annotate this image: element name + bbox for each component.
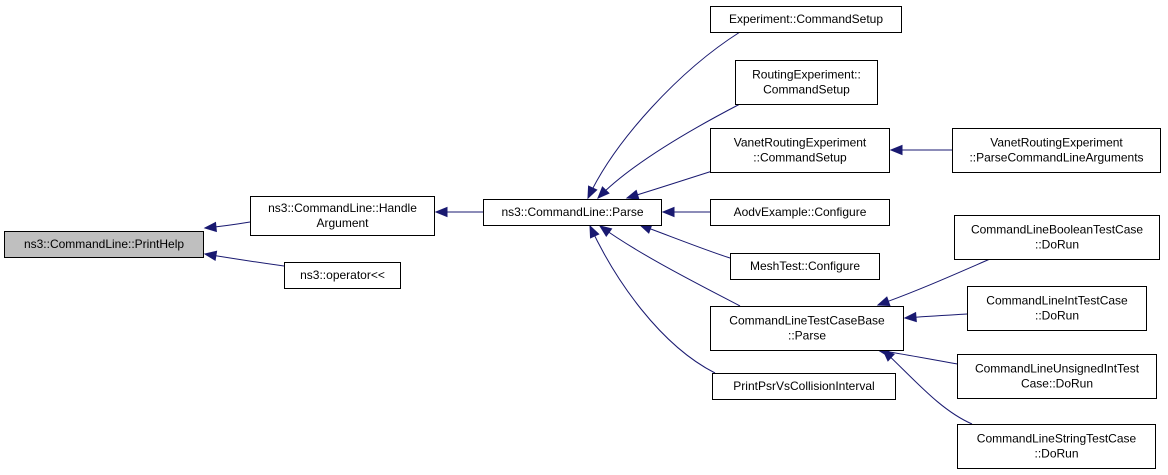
edge-routsetup-to-parse xyxy=(597,103,741,199)
node-box xyxy=(4,231,204,258)
node-label: ns3::CommandLine::Handle xyxy=(268,201,417,215)
edge-handlearg-to-printhelp xyxy=(203,221,251,233)
edge-mesh-to-parse xyxy=(638,224,731,259)
edge-vanetparse-to-vanetsetup xyxy=(889,144,953,156)
node-label: CommandLineStringTestCase xyxy=(977,432,1137,446)
arrowhead xyxy=(625,189,640,200)
node-box xyxy=(967,286,1147,331)
edge-line xyxy=(639,224,731,259)
edge-line xyxy=(589,225,716,374)
node-layer: ns3::CommandLine::PrintHelp ns3::CommandL… xyxy=(4,6,1161,469)
node-parse[interactable]: ns3::CommandLine::Parse xyxy=(483,199,662,226)
node-label: MeshTest::Configure xyxy=(750,259,860,273)
arrowhead xyxy=(203,250,218,262)
node-box xyxy=(250,196,435,236)
node-routsetup[interactable]: RoutingExperiment::CommandSetup xyxy=(735,60,878,105)
node-box xyxy=(710,306,904,351)
node-box xyxy=(952,128,1161,173)
edge-line xyxy=(599,225,741,307)
node-box xyxy=(735,60,878,105)
edge-line xyxy=(626,167,723,199)
arrowhead xyxy=(597,186,610,199)
node-label: ns3::CommandLine::Parse xyxy=(501,205,643,219)
node-label: VanetRoutingExperiment xyxy=(734,136,867,150)
edge-vanetsetup-to-parse xyxy=(625,167,723,200)
edge-inttc-to-tcbparse xyxy=(903,311,968,323)
node-printpsr[interactable]: PrintPsrVsCollisionInterval xyxy=(712,373,896,400)
arrowhead xyxy=(203,221,217,233)
edge-tcbparse-to-parse xyxy=(598,225,741,307)
node-strtc[interactable]: CommandLineStringTestCase::DoRun xyxy=(957,424,1156,469)
node-box xyxy=(710,128,890,173)
arrowhead xyxy=(903,311,917,323)
node-box xyxy=(954,215,1160,260)
arrowhead xyxy=(882,349,895,362)
node-vanetparse[interactable]: VanetRoutingExperiment::ParseCommandLine… xyxy=(952,128,1161,173)
node-label: Case::DoRun xyxy=(1021,377,1093,391)
edge-expsetup-to-parse xyxy=(587,31,741,200)
node-label: CommandSetup xyxy=(763,83,850,97)
node-box xyxy=(712,373,896,400)
node-label: ::DoRun xyxy=(1035,309,1079,323)
arrowhead xyxy=(598,225,613,237)
node-label: RoutingExperiment:: xyxy=(752,68,861,82)
node-label: Argument xyxy=(316,216,369,230)
node-label: ::DoRun xyxy=(1035,238,1079,252)
edge-operator-to-printhelp xyxy=(203,250,285,267)
node-label: VanetRoutingExperiment xyxy=(990,136,1123,150)
node-mesh[interactable]: MeshTest::Configure xyxy=(730,253,880,280)
node-label: CommandLineTestCaseBase xyxy=(729,314,885,328)
edge-line xyxy=(587,31,741,199)
node-label: ::ParseCommandLineArguments xyxy=(969,151,1143,165)
node-label: ns3::CommandLine::PrintHelp xyxy=(24,237,184,251)
node-label: ::DoRun xyxy=(1034,447,1078,461)
edge-line xyxy=(597,103,741,199)
edge-printpsr-to-parse xyxy=(589,224,716,374)
node-label: AodvExample::Configure xyxy=(734,205,867,219)
node-label: ::Parse xyxy=(788,329,826,343)
edge-aodv-to-parse xyxy=(661,206,710,218)
node-tcbparse[interactable]: CommandLineTestCaseBase::Parse xyxy=(710,306,904,351)
node-label: PrintPsrVsCollisionInterval xyxy=(733,379,874,393)
node-box xyxy=(710,199,890,226)
node-expsetup[interactable]: Experiment::CommandSetup xyxy=(710,6,902,33)
edge-booltc-to-tcbparse xyxy=(876,258,991,307)
arrowhead xyxy=(661,206,675,218)
arrowhead xyxy=(876,296,891,307)
arrowhead xyxy=(589,224,600,239)
node-box xyxy=(957,354,1157,399)
node-label: CommandLineBooleanTestCase xyxy=(971,223,1143,237)
node-box xyxy=(710,6,902,33)
edge-line xyxy=(877,258,991,306)
node-label: Experiment::CommandSetup xyxy=(729,12,883,26)
arrowhead xyxy=(889,144,903,156)
edge-strtc-to-tcbparse xyxy=(882,349,973,425)
node-box xyxy=(483,199,662,226)
node-label: ns3::operator<< xyxy=(300,268,385,282)
edge-layer xyxy=(203,31,991,425)
node-printhelp[interactable]: ns3::CommandLine::PrintHelp xyxy=(4,231,204,258)
node-box xyxy=(284,262,401,289)
node-box xyxy=(957,424,1156,469)
edge-line xyxy=(882,349,973,425)
node-aodv[interactable]: AodvExample::Configure xyxy=(710,199,890,226)
node-box xyxy=(730,253,880,280)
node-label: ::CommandSetup xyxy=(753,151,847,165)
arrowhead xyxy=(587,185,598,200)
edge-line xyxy=(204,253,285,267)
node-label: CommandLineIntTestCase xyxy=(986,294,1128,308)
edge-parse-to-handlearg xyxy=(434,206,483,218)
node-vanetsetup[interactable]: VanetRoutingExperiment::CommandSetup xyxy=(710,128,890,173)
node-inttc[interactable]: CommandLineIntTestCase::DoRun xyxy=(967,286,1147,331)
node-booltc[interactable]: CommandLineBooleanTestCase::DoRun xyxy=(954,215,1160,260)
node-label: CommandLineUnsignedIntTest xyxy=(975,362,1140,376)
arrowhead xyxy=(434,206,448,218)
node-operator[interactable]: ns3::operator<< xyxy=(284,262,401,289)
